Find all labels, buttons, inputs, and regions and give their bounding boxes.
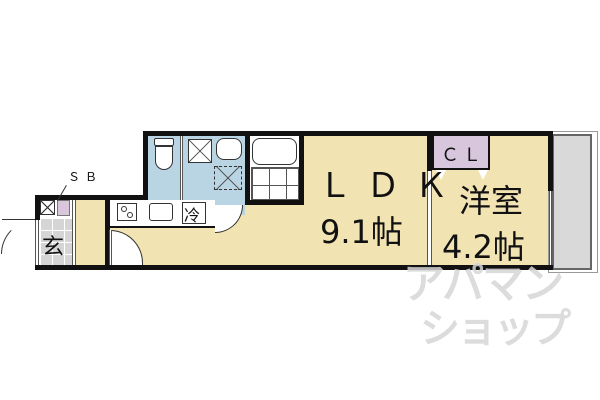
- ldk-room: [303, 136, 427, 265]
- closet-door-left: [436, 170, 446, 180]
- ldk-bedroom-sliding-door: [427, 136, 432, 265]
- balcony: [552, 134, 592, 270]
- meter-box: [40, 200, 55, 215]
- fridge-label: 冷: [184, 206, 201, 225]
- toilet-wall: [180, 136, 183, 200]
- ldk-size: 9.1帖: [320, 213, 403, 251]
- bath-wall-bottom: [245, 200, 304, 205]
- closet: [432, 136, 490, 170]
- entrance-right-line: [72, 200, 76, 265]
- kitchen-sink: [149, 203, 173, 221]
- entrance-left-wall: [35, 195, 40, 220]
- outer-wall-right: [548, 131, 553, 191]
- balcony-outer-frame: [548, 131, 598, 273]
- shoe-box-label: ＳＢ: [68, 170, 103, 184]
- outer-wall-top: [143, 131, 553, 136]
- bath-wall-left: [245, 131, 250, 205]
- corridor: [76, 200, 106, 265]
- entrance-door-swing: [1, 220, 35, 254]
- floor-drain-area: [214, 166, 242, 190]
- bedroom-size: 4.2帖: [442, 228, 525, 266]
- shoe-box: [57, 200, 70, 216]
- closet-label: ＣＬ: [441, 145, 485, 166]
- bath-floor-tiles: [251, 167, 299, 200]
- kitchen-door-leaf: [109, 230, 112, 265]
- bath-wall-right: [299, 131, 304, 205]
- watermark-line2: ショップ: [420, 306, 571, 352]
- wash-basin: [216, 138, 242, 160]
- washing-machine-space: [188, 139, 212, 163]
- stove-burner-2: [127, 212, 133, 218]
- kitchen-counter-line: [110, 226, 215, 228]
- window-right: [549, 191, 552, 265]
- toilet-tank: [154, 138, 174, 146]
- partition-wall-top: [427, 131, 432, 171]
- fridge-space: [182, 202, 206, 224]
- watermark-line1: アパマン: [403, 259, 564, 308]
- bathtub: [252, 138, 297, 165]
- ldk-name: ＬＤＫ: [318, 166, 462, 206]
- outer-wall-bottom: [35, 265, 553, 270]
- entrance-floor: [40, 218, 72, 265]
- toilet-bowl: [155, 146, 173, 170]
- kitchen-top-wall: [35, 195, 148, 200]
- closet-door-right: [478, 170, 488, 180]
- entrance-door-leaf: [2, 219, 35, 220]
- stove-burner-1: [121, 206, 127, 212]
- bath-block-left-wall: [143, 131, 148, 205]
- entrance-door-jamb: [35, 220, 39, 265]
- bedroom-name: 洋室: [459, 182, 524, 220]
- entrance-label: 玄: [42, 235, 65, 260]
- corridor-right-wall: [105, 200, 110, 265]
